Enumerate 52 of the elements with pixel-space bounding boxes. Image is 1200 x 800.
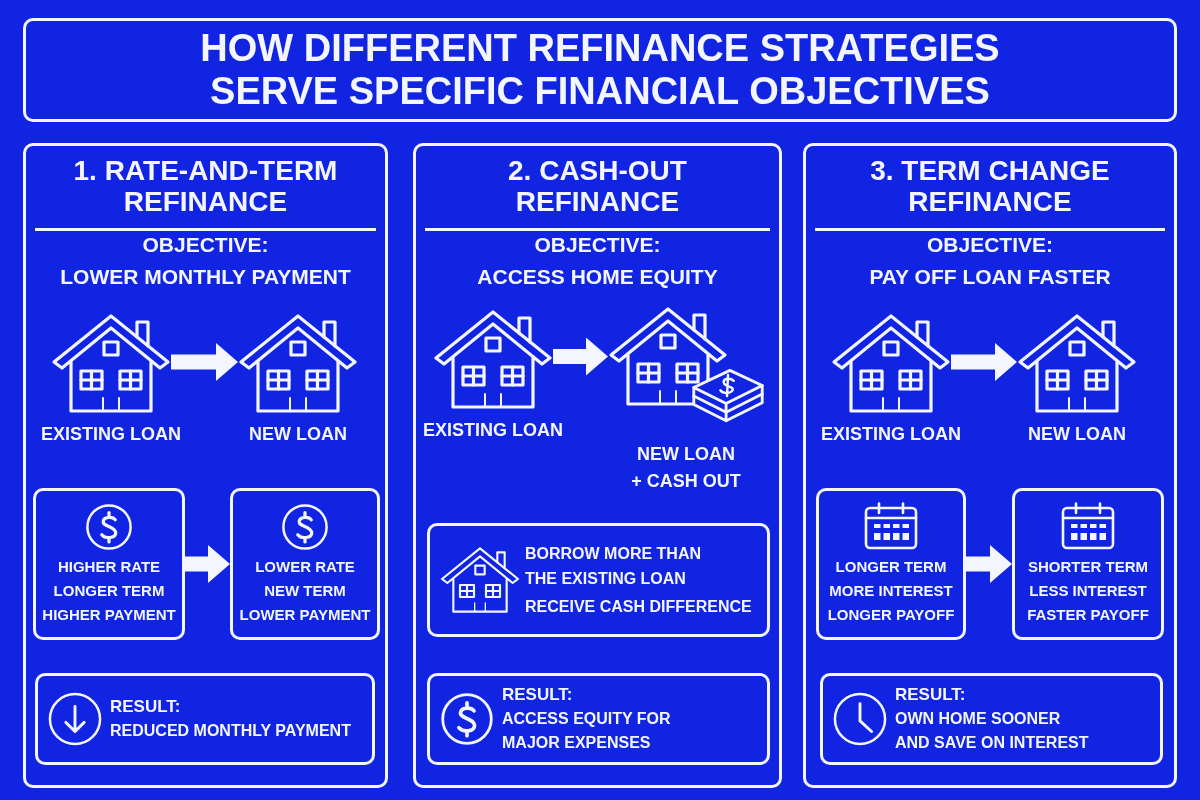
result-card	[35, 673, 375, 765]
objective-label: OBJECTIVE:	[534, 232, 661, 258]
panel-heading: 3. TERM CHANGE REFINANCE	[869, 155, 1111, 217]
card-text: LONGER PAYOFF	[827, 605, 955, 625]
house-caption: EXISTING LOAN	[821, 423, 961, 446]
card-text: FASTER PAYOFF	[1027, 605, 1149, 625]
card-text: BORROW MORE THAN THE EXISTING LOAN	[525, 544, 702, 589]
card-text: LESS INTEREST	[1029, 581, 1147, 601]
result-text: ACCESS EQUITY FOR MAJOR EXPENSES	[502, 709, 672, 753]
house-caption: EXISTING LOAN	[41, 423, 181, 446]
card-text: MORE INTEREST	[829, 581, 953, 601]
result-label: RESULT:	[502, 684, 573, 706]
card-text: HIGHER PAYMENT	[42, 605, 176, 625]
panel-card	[803, 143, 1177, 788]
panel-heading: 1. RATE-AND-TERM REFINANCE	[72, 155, 339, 217]
house-caption: NEW LOAN	[1028, 423, 1126, 446]
house-caption: NEW LOAN	[249, 423, 347, 446]
result-label: RESULT:	[110, 696, 181, 718]
arrow	[966, 545, 1012, 583]
info-card	[816, 488, 966, 640]
house-caption: EXISTING LOAN	[423, 419, 563, 442]
arrow	[553, 337, 608, 376]
card-text: LONGER TERM	[835, 557, 947, 577]
objective-label: OBJECTIVE:	[142, 232, 269, 258]
card-text: LONGER TERM	[53, 581, 165, 601]
house-caption: NEW LOAN + CASH OUT	[630, 443, 742, 493]
panel-card	[23, 143, 388, 788]
objective-text: ACCESS HOME EQUITY	[477, 264, 718, 290]
panel-heading: 2. CASH-OUT REFINANCE	[507, 155, 688, 217]
objective-text: LOWER MONTHLY PAYMENT	[60, 264, 351, 290]
objective-text: PAY OFF LOAN FASTER	[869, 264, 1111, 290]
arrow	[171, 343, 238, 381]
title-text: HOW DIFFERENT REFINANCE STRATEGIES SERVE SPECIFIC FINANCIAL OBJECTIVES	[199, 27, 1001, 113]
card-text: RECEIVE CASH DIFFERENCE	[525, 597, 752, 617]
result-text: OWN HOME SOONER AND SAVE ON INTEREST	[895, 709, 1090, 753]
result-card	[820, 673, 1163, 765]
panel-card	[413, 143, 782, 788]
arrow	[185, 545, 230, 583]
objective-label: OBJECTIVE:	[927, 232, 1053, 258]
card-text: HIGHER RATE	[57, 557, 161, 577]
arrow	[951, 343, 1017, 381]
card-text: LOWER RATE	[255, 557, 355, 577]
result-card	[427, 673, 770, 765]
info-card	[1012, 488, 1164, 640]
card-text: SHORTER TERM	[1028, 557, 1148, 577]
card-text: LOWER PAYMENT	[239, 605, 371, 625]
info-card	[33, 488, 185, 640]
info-card	[427, 523, 770, 637]
info-card	[230, 488, 380, 640]
result-label: RESULT:	[895, 684, 966, 706]
result-text: REDUCED MONTHLY PAYMENT	[110, 721, 351, 741]
card-text: NEW TERM	[264, 581, 346, 601]
